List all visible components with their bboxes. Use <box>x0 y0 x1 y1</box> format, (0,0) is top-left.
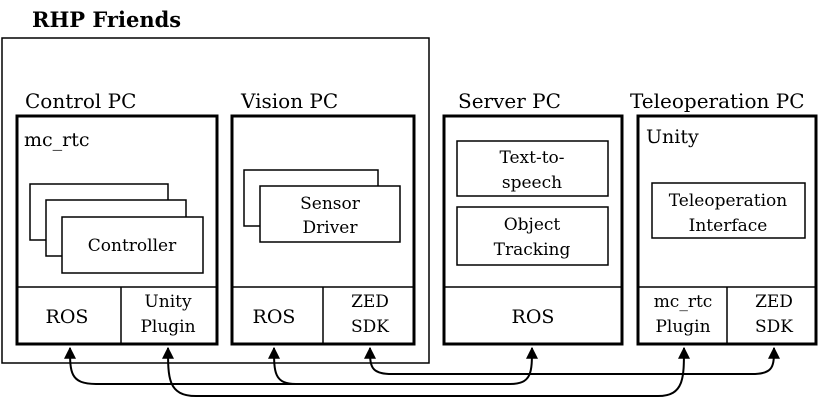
control-ros-label: ROS <box>46 306 89 328</box>
teleoperation-interface-box <box>651 182 806 239</box>
control-pc-title: Control PC <box>25 89 136 113</box>
teleop-zed-sdk-line2: SDK <box>755 317 793 337</box>
text-to-speech-line2: speech <box>502 173 562 193</box>
vision-zed-sdk-line1: ZED <box>351 292 389 312</box>
object-tracking-box <box>456 206 609 266</box>
teleop-mcrtc-plugin-line1: mc_rtc <box>654 292 713 312</box>
controller-stack <box>29 183 204 274</box>
vision-pc-title: Vision PC <box>240 89 338 113</box>
server-ros-label: ROS <box>512 306 555 328</box>
text-to-speech-box <box>456 140 609 197</box>
group-title: RHP Friends <box>32 7 181 32</box>
control-pc-framework: mc_rtc <box>24 129 90 151</box>
teleoperation-interface-line2: Interface <box>689 216 768 236</box>
vision-zed-sdk-line2: SDK <box>351 317 389 337</box>
object-tracking-line2: Tracking <box>494 240 571 260</box>
ros-link-control-to-server-arrow <box>64 346 538 385</box>
control-unity-plugin-line1: Unity <box>144 292 192 312</box>
teleop-mcrtc-plugin-line2: Plugin <box>655 317 710 337</box>
server-pc-title: Server PC <box>458 89 561 113</box>
sensor-driver-line2: Driver <box>303 218 359 238</box>
teleoperation-interface-line1: Teleoperation <box>669 191 788 211</box>
ros-link-vision-to-server-arrow <box>268 346 297 385</box>
teleop-zed-sdk-line1: ZED <box>755 292 793 312</box>
sensor-driver-line1: Sensor <box>300 194 361 214</box>
rhp-friends-group-box <box>1 37 430 364</box>
text-to-speech-line1: Text-to- <box>499 148 564 168</box>
zed-sdk-link-arrow <box>364 346 780 375</box>
teleop-pc-framework: Unity <box>646 126 699 148</box>
sensor-driver-stack <box>243 169 401 243</box>
teleop-pc-title: Teleoperation PC <box>630 89 805 113</box>
vision-ros-label: ROS <box>253 306 296 328</box>
control-unity-plugin-line2: Plugin <box>140 317 195 337</box>
object-tracking-line1: Object <box>504 215 561 235</box>
controller-module-label: Controller <box>88 236 177 256</box>
unity-plugin-to-mcrtc-plugin-arrow <box>162 346 690 397</box>
